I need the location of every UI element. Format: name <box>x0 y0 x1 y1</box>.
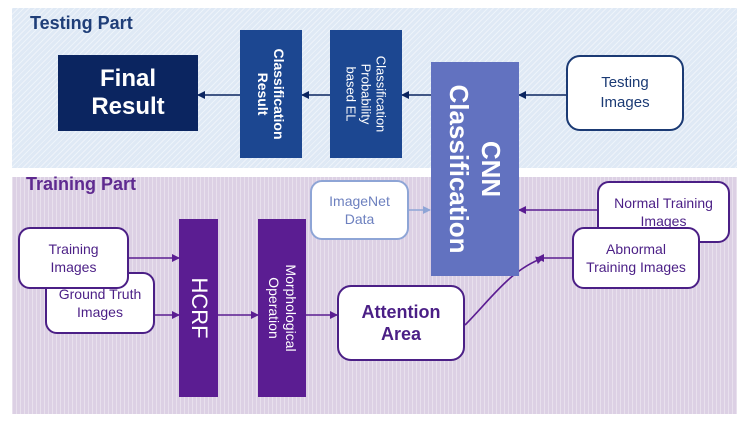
ground-truth-images-label: Ground Truth Images <box>58 286 142 320</box>
abnormal-training-images-box: Abnormal Training Images <box>572 227 700 289</box>
final-result-label: Final Result <box>91 65 165 120</box>
classification-result-label: Classification Result <box>255 48 287 140</box>
cnn-classification-label: CNN Classification <box>444 84 506 254</box>
training-images-box: Training Images <box>18 227 129 289</box>
hcrf-label: HCRF <box>186 277 212 339</box>
cnn-classification-box: CNN Classification <box>431 62 519 276</box>
imagenet-data-label: ImageNet Data <box>329 193 390 227</box>
abnormal-training-images-label: Abnormal Training Images <box>586 241 686 275</box>
classification-probability-box: Classification Probability based EL <box>330 30 402 158</box>
testing-images-label: Testing Images <box>600 74 650 111</box>
hcrf-box: HCRF <box>179 219 218 397</box>
final-result-box: Final Result <box>58 55 198 131</box>
training-images-label: Training Images <box>48 241 99 275</box>
training-part-title: Training Part <box>26 174 137 194</box>
classification-result-box: Classification Result <box>240 30 302 158</box>
morphological-operation-label: Morphological Operation <box>266 264 299 352</box>
attention-area-box: Attention Area <box>337 285 465 361</box>
imagenet-data-box: ImageNet Data <box>310 180 409 240</box>
testing-images-box: Testing Images <box>566 55 684 131</box>
attention-area-label: Attention Area <box>361 302 441 344</box>
arrow-attention-to-cnn <box>464 256 544 326</box>
morphological-operation-box: Morphological Operation <box>258 219 306 397</box>
normal-training-images-label: Normal Training Images <box>614 195 713 229</box>
testing-part-title: Testing Part <box>30 13 133 33</box>
classification-probability-label: Classification Probability based EL <box>343 55 389 133</box>
